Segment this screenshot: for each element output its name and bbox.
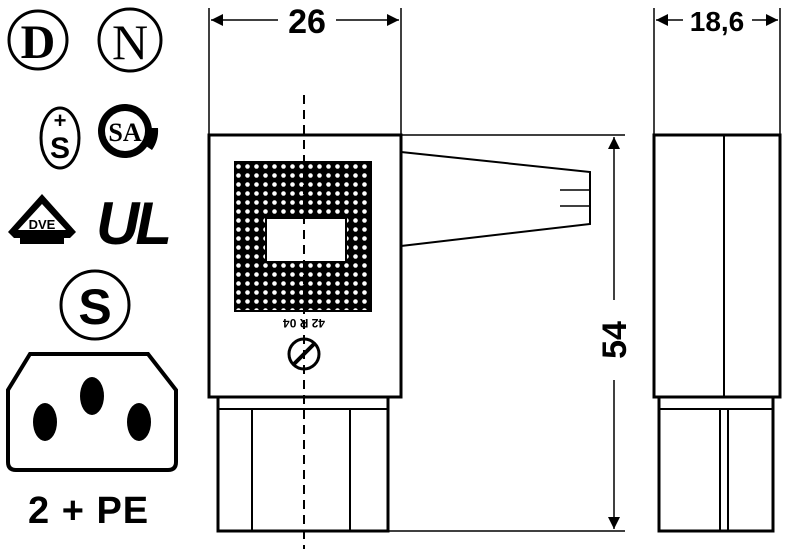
dimension-width: 26	[208, 3, 402, 135]
label-window	[265, 217, 347, 263]
csa-text: SA	[108, 118, 141, 147]
approval-mark-s: S	[59, 269, 131, 341]
dimension-height: 54	[388, 134, 634, 532]
approval-mark-csa: SA	[98, 104, 159, 158]
vde-text: DVE	[29, 217, 56, 232]
dimension-width-label: 26	[288, 3, 326, 41]
approval-mark-semko: + S	[39, 106, 81, 170]
socket-pin-top	[80, 377, 104, 415]
socket-pin-left	[33, 403, 57, 441]
mark-d-letter: D	[21, 16, 56, 69]
ul-text: UL	[96, 190, 169, 257]
mark-n-letter: N	[112, 14, 148, 70]
mark-s-letter: S	[78, 279, 111, 335]
dimension-height-label: 54	[596, 321, 634, 359]
socket-pin-right	[127, 403, 151, 441]
approval-mark-ul: UL	[96, 190, 173, 257]
dimension-depth-label: 18,6	[690, 6, 745, 37]
front-view: 42 R 04	[207, 95, 591, 549]
approval-mark-d: D	[7, 9, 69, 71]
approval-mark-n: N	[97, 7, 163, 73]
dimension-depth: 18,6	[653, 6, 781, 135]
semko-plus: +	[54, 108, 67, 133]
semko-s: S	[50, 132, 70, 165]
socket-face-icon	[6, 352, 178, 472]
side-view	[652, 133, 782, 533]
approval-mark-vde: DVE	[8, 194, 76, 244]
pole-configuration-caption: 2 + PE	[28, 490, 150, 532]
